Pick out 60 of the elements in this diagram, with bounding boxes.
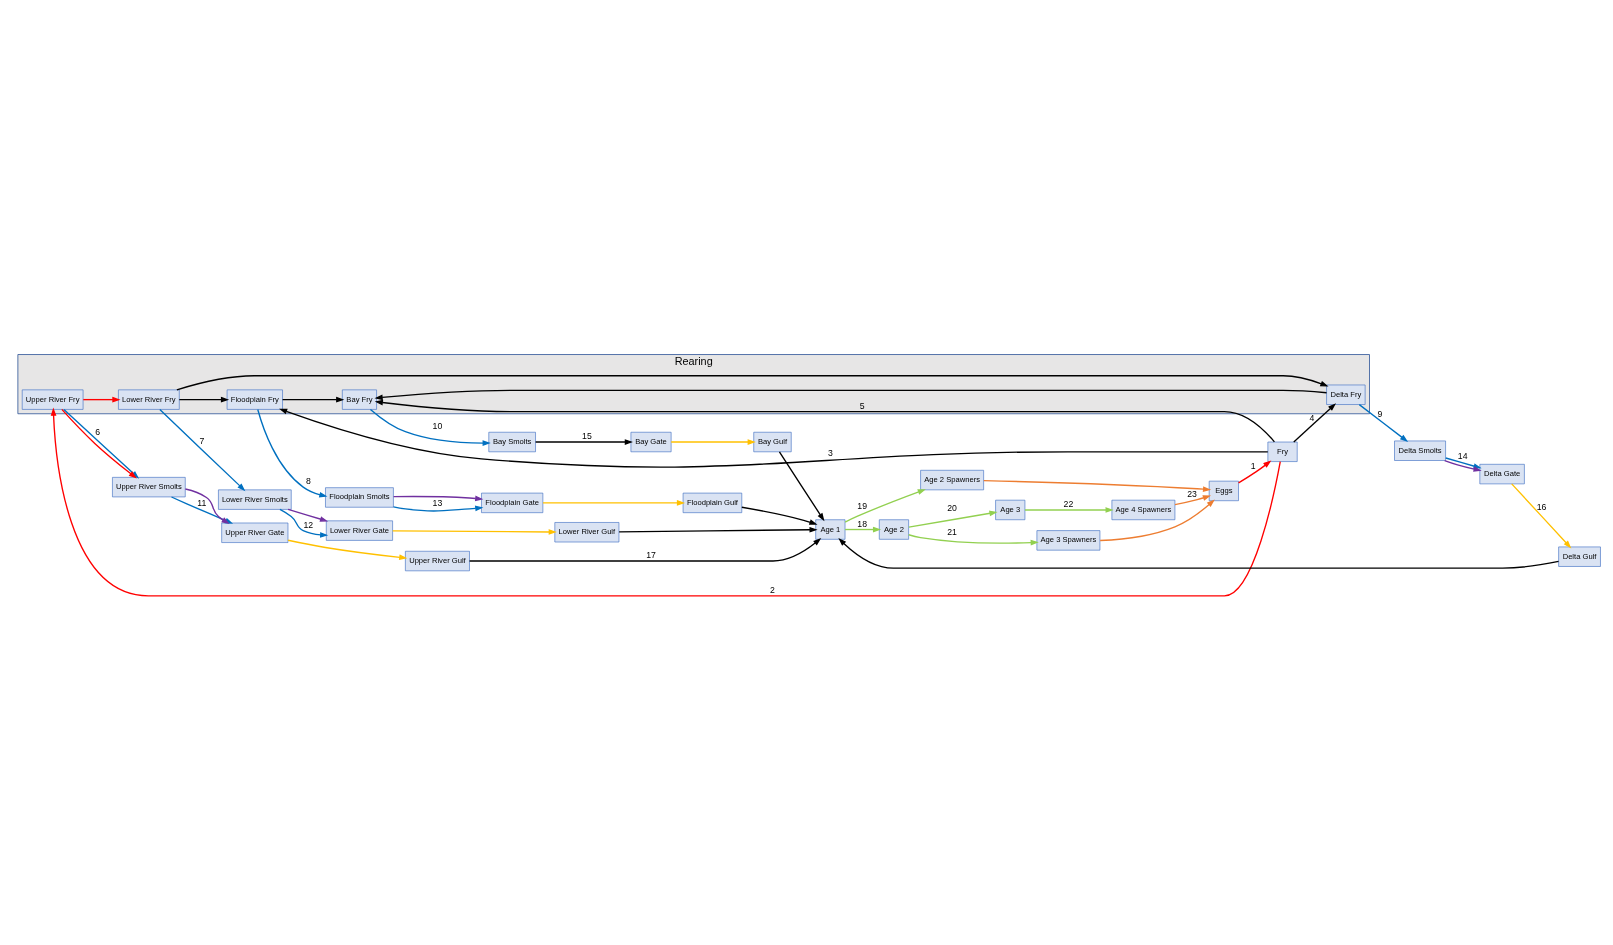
- arrow: [256, 408, 327, 497]
- arrow: [907, 533, 1039, 545]
- arrow: [1173, 494, 1211, 505]
- arrow: [50, 407, 1281, 596]
- arrow: [278, 408, 1268, 468]
- arrow: [281, 396, 344, 402]
- arrow: [468, 537, 821, 562]
- arrow: [391, 528, 557, 535]
- arrow: [982, 479, 1211, 492]
- arrow: [374, 399, 1275, 443]
- arrow: [278, 508, 328, 538]
- arrow: [1023, 506, 1114, 513]
- arrow: [837, 537, 1559, 569]
- edge-label: 1: [1250, 460, 1256, 471]
- arrow: [175, 374, 1328, 390]
- edge-label: 6: [94, 426, 100, 437]
- arrow: [541, 499, 685, 506]
- arrow: [158, 408, 245, 491]
- arrow: [1237, 459, 1271, 483]
- edge-label: 20: [946, 502, 957, 513]
- edge-label: 9: [1376, 408, 1382, 419]
- arrow: [392, 505, 483, 512]
- arrow: [534, 438, 633, 445]
- arrow: [778, 450, 824, 521]
- arrow: [82, 396, 120, 402]
- arrow: [1292, 402, 1336, 443]
- edge-label: 16: [1536, 501, 1546, 512]
- edge-label: 5: [859, 400, 865, 411]
- edge-label: 7: [198, 435, 204, 446]
- arrow: [907, 510, 998, 528]
- edge-label: 12: [303, 519, 313, 530]
- arrow: [369, 408, 491, 446]
- edge-label: 17: [645, 549, 656, 560]
- edge-label: 14: [1457, 450, 1468, 461]
- arrow: [843, 488, 926, 523]
- arrow: [286, 508, 328, 522]
- edge-label: 10: [432, 420, 442, 431]
- edge-label: 3: [827, 447, 833, 458]
- arrow: [374, 389, 1327, 400]
- edge-label: 13: [432, 497, 442, 508]
- edge-label: 15: [581, 430, 592, 441]
- arrow: [178, 396, 229, 402]
- edge-label: 23: [1186, 488, 1197, 499]
- arrow: [1510, 482, 1571, 548]
- edge-label: 11: [196, 497, 206, 507]
- arrow: [670, 438, 756, 445]
- arrow: [617, 526, 818, 533]
- arrow: [843, 526, 881, 532]
- edge-label: 8: [305, 475, 311, 486]
- edge-label: 22: [1063, 498, 1073, 509]
- edge-label: 21: [946, 526, 957, 537]
- arrow: [392, 495, 483, 501]
- edge-label: 18: [856, 518, 867, 529]
- arrow: [286, 539, 407, 560]
- edge-label: 2: [769, 584, 775, 595]
- arrow: [740, 506, 818, 525]
- arrow: [1358, 403, 1408, 442]
- edge-label: 4: [1308, 412, 1314, 423]
- edge-label: 19: [856, 500, 867, 511]
- arrow: [184, 487, 230, 524]
